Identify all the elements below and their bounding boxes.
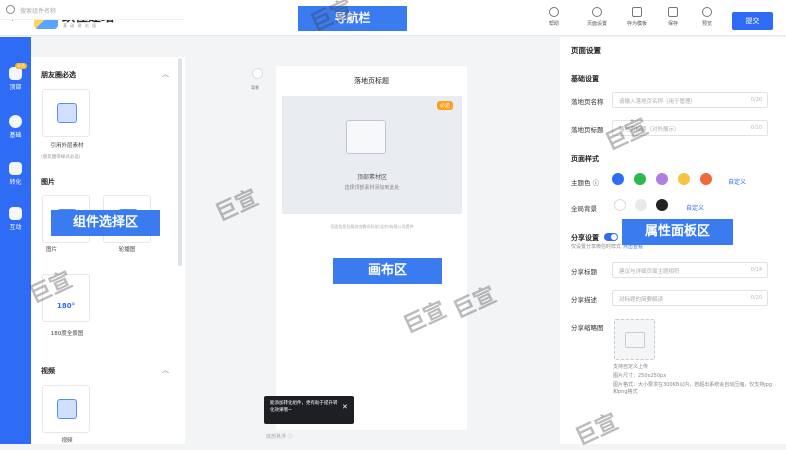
save-button[interactable]: 保存 — [668, 7, 678, 27]
provider-note: 页面信息及服务由腾讯科技(北京)有限公司提供 — [330, 224, 414, 229]
name-label: 落地页名称 — [571, 98, 604, 106]
nav-bar-label: 导航栏 — [298, 6, 407, 31]
share-thumb-label: 分享缩略图 — [571, 324, 604, 332]
hero-title: 顶部素材区 — [356, 174, 387, 181]
tile-label: 180度全景图 — [50, 331, 84, 337]
basic-icon — [9, 115, 22, 128]
share-toggle[interactable] — [604, 233, 618, 241]
component-tile-quote-material[interactable] — [42, 89, 90, 137]
page-node-label: 背景 — [251, 85, 259, 90]
background-color-swatch[interactable] — [656, 199, 668, 211]
template-icon — [632, 7, 642, 17]
close-icon[interactable]: ✕ — [342, 403, 348, 411]
submit-button[interactable]: 提交 — [732, 12, 773, 30]
brand-subtitle: 基 础 建 站 版 — [63, 23, 98, 28]
theme-color-swatch[interactable] — [612, 173, 624, 185]
bottom-float-label: 底部悬浮 ⓘ — [266, 434, 293, 440]
page-node-icon[interactable] — [252, 68, 263, 79]
section-title-moments: 朋友圈必选 — [41, 71, 76, 79]
image-placeholder-icon — [346, 120, 386, 154]
top-material-zone[interactable] — [282, 96, 462, 214]
size-note: 图片尺寸：250x250px — [613, 373, 667, 379]
tile-note: (朋友圈带样式必选) — [41, 155, 81, 160]
hero-hint: 选择顶部素材添加到此处 — [344, 185, 400, 191]
section-title-image: 图片 — [41, 178, 55, 186]
basic-settings-heading: 基础设置 — [571, 75, 599, 83]
help-button[interactable]: 帮助 — [549, 7, 559, 27]
collapse-icon[interactable]: ︿ — [162, 366, 169, 374]
save-template-button[interactable]: 存为模板 — [627, 7, 647, 27]
preview-button[interactable]: 预览 — [702, 7, 712, 27]
panel-title: 页面设置 — [571, 46, 601, 55]
custom-theme-link[interactable]: 自定义 — [728, 179, 747, 186]
gear-icon — [592, 7, 602, 17]
component-zone-label: 组件选择区 — [51, 210, 160, 236]
section-title-video: 视频 — [41, 367, 55, 375]
top-icon — [9, 67, 22, 80]
category-rail: 顶部 必选 基础 转化 互动 — [0, 37, 31, 444]
collapse-icon[interactable]: ︿ — [162, 70, 169, 78]
component-tile-video[interactable] — [42, 385, 90, 433]
landing-page-title: 落地页标题 — [354, 77, 389, 85]
share-settings-heading: 分享设置 — [571, 234, 599, 242]
rail-item-convert[interactable]: 转化 — [0, 162, 31, 186]
share-desc-label: 分享描述 — [571, 296, 597, 304]
help-icon — [549, 7, 559, 17]
image-cursor-icon — [57, 103, 77, 123]
gamepad-icon — [9, 207, 22, 220]
share-title-label: 分享标题 — [571, 268, 597, 276]
tile-label: 图片 — [46, 247, 58, 253]
theme-color-swatch[interactable] — [700, 173, 712, 185]
component-scrollbar[interactable] — [178, 58, 182, 266]
theme-color-swatch[interactable] — [678, 173, 690, 185]
theme-color-swatch[interactable] — [656, 173, 668, 185]
share-desc-input[interactable]: 对标题的简要解读 0/20 — [612, 290, 768, 306]
property-zone-label: 属性面板区 — [622, 219, 733, 245]
component-tile-panorama[interactable]: 180° — [42, 274, 90, 322]
page-settings-button[interactable]: 页面设置 — [587, 7, 607, 27]
required-badge: 必选 — [437, 101, 454, 110]
rail-item-basic[interactable]: 基础 — [0, 115, 31, 139]
conversion-tip: 能添加转化组件，更有助于提升转化效果哦~ — [264, 396, 354, 424]
background-label: 全局背景 — [571, 205, 597, 213]
rail-item-top[interactable]: 顶部 必选 — [9, 63, 27, 91]
tile-label: 视频 — [61, 438, 73, 444]
page-style-heading: 页面样式 — [571, 155, 599, 163]
upload-note: 支持自定义上传 — [613, 364, 649, 370]
tile-label: 轮播图 — [118, 247, 136, 253]
required-badge: 必选 — [15, 63, 27, 69]
search-icon — [6, 5, 15, 14]
rail-item-interact[interactable]: 互动 — [0, 207, 31, 231]
page-name-input[interactable]: 请输入落地页名称（用于管理） 0/30 — [612, 92, 768, 108]
theme-color-swatch[interactable] — [634, 173, 646, 185]
save-icon — [668, 7, 678, 17]
title-label: 落地页标题 — [571, 126, 604, 134]
background-color-swatch[interactable] — [635, 199, 647, 211]
eye-icon — [702, 7, 712, 17]
component-search[interactable]: 搜索组件名称 — [0, 0, 185, 20]
search-placeholder: 搜索组件名称 — [20, 8, 57, 15]
share-hint: 仅设置分享微信时样式 — [571, 244, 622, 250]
background-color-swatch[interactable] — [614, 199, 626, 211]
canvas-zone-label: 画布区 — [333, 258, 442, 284]
tile-label: 引用外层素材 — [50, 143, 84, 149]
image-icon — [625, 332, 645, 348]
page-title-input[interactable]: 落地页标题（对外展示） 0/20 — [612, 120, 768, 136]
format-note: 图片格式：大小要求在300KB以内，若超出系统会自动压缩，仅支持jpg和png格… — [613, 382, 772, 395]
custom-bg-link[interactable]: 自定义 — [686, 205, 705, 212]
panorama-icon: 180° — [57, 302, 76, 310]
theme-color-label: 主题色 ⓘ — [571, 179, 600, 187]
share-title-input[interactable]: 建议与详细页面主题相符 0/14 — [612, 262, 768, 278]
share-hint-link[interactable]: 点击查看 — [623, 244, 644, 250]
convert-icon — [9, 162, 22, 175]
share-thumbnail-upload[interactable] — [614, 319, 655, 360]
video-icon — [57, 399, 77, 419]
